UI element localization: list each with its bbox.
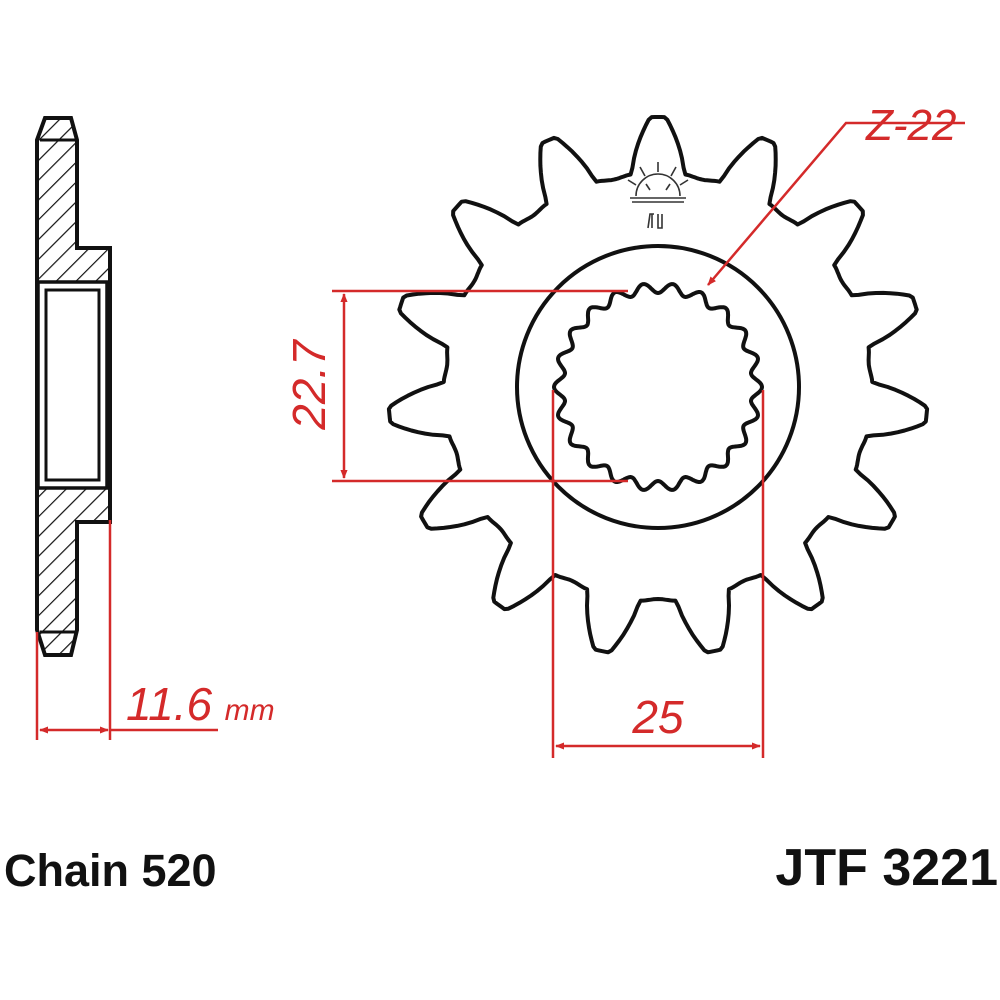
thickness-unit: mm bbox=[225, 694, 275, 727]
chain-size-label: Chain 520 bbox=[4, 845, 217, 896]
sprocket-front-view bbox=[386, 115, 930, 655]
spline-bore-outline bbox=[552, 282, 764, 492]
spline-leader bbox=[707, 121, 965, 286]
sprocket-outline bbox=[386, 115, 930, 655]
dimension-lines bbox=[35, 121, 965, 758]
spline-count-label: Z-22 bbox=[865, 101, 956, 150]
inner-height-label: 22.7 bbox=[283, 339, 335, 431]
sun-logo bbox=[627, 162, 689, 229]
inner-width-label: 25 bbox=[631, 691, 684, 743]
thickness-value: 11.6 bbox=[126, 678, 213, 730]
thickness-label: 11.6 mm bbox=[126, 678, 275, 730]
hub-circle bbox=[515, 244, 801, 530]
side-section-view bbox=[35, 116, 112, 657]
part-number-label: JTF 3221 bbox=[775, 839, 998, 897]
dimension-labels: Z-22 22.7 25 11.6 mm bbox=[126, 101, 956, 743]
side-bore-inner bbox=[44, 288, 101, 482]
